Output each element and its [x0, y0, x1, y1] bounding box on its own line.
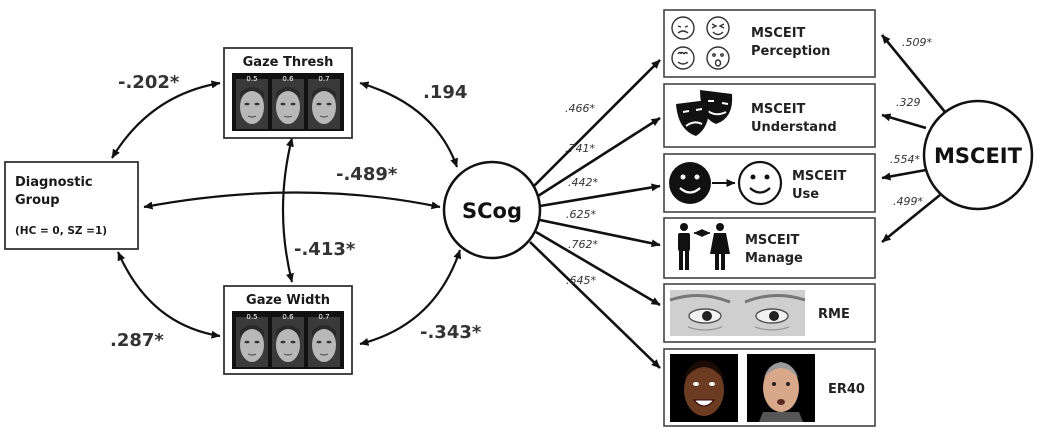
- loading-msceit-perception: .509*: [902, 36, 932, 49]
- indicator-manage: MSCEIT Manage: [663, 217, 876, 279]
- scog-loading-arrows: [529, 59, 661, 369]
- gaze-thresh-faces: 0.5 0.6 0.7: [232, 73, 344, 131]
- understand-line2: Understand: [751, 120, 837, 135]
- arrow-thresh-scog: [359, 81, 459, 168]
- gaze-thresh-caption-3: 0.7: [318, 75, 329, 83]
- loading-scog-er40: .645*: [566, 274, 596, 287]
- manage-line1: MSCEIT: [745, 233, 800, 248]
- gaze-width-title: Gaze Width: [246, 293, 330, 308]
- gaze-thresh-caption-2: 0.6: [282, 75, 294, 83]
- understand-line1: MSCEIT: [751, 102, 806, 117]
- scog-loadings: .466* .741* .442* .625* .762* .645*: [565, 102, 598, 287]
- diagnostic-line2: Group: [15, 193, 60, 208]
- gaze-width-faces: 0.5 0.6 0.7: [232, 311, 344, 369]
- arrow-scog-use: [539, 183, 661, 208]
- loading-scog-understand: .741*: [565, 142, 595, 155]
- rme-label: RME: [818, 307, 850, 322]
- loading-scog-rme: .762*: [568, 238, 598, 251]
- indicator-er40: ER40: [663, 348, 876, 427]
- gaze-width-box: Gaze Width 0.5 0.6 0.7: [223, 285, 353, 375]
- msceit-loading-arrows: [880, 34, 947, 244]
- perception-line2: Perception: [751, 44, 830, 59]
- arrow-diag-scog: [143, 191, 441, 210]
- coef-thresh-width: -.413*: [294, 239, 356, 260]
- arrow-msceit-manage: [881, 193, 941, 244]
- loading-scog-use: .442*: [568, 176, 598, 189]
- arrow-scog-understand: [537, 116, 661, 198]
- arrow-scog-manage: [539, 218, 661, 248]
- use-line1: MSCEIT: [792, 169, 847, 184]
- loading-msceit-use: .554*: [890, 153, 920, 166]
- eyes-photo: [669, 290, 806, 336]
- arrow-thresh-width: [281, 137, 294, 283]
- use-line2: Use: [792, 187, 819, 202]
- path-coefficients: -.202* .194 -.489* -.413* .287* -.343*: [110, 72, 482, 351]
- gaze-width-caption-3: 0.7: [318, 313, 329, 321]
- indicator-perception: MSCEIT Perception: [663, 9, 876, 78]
- arrow-width-scog: [359, 249, 462, 346]
- path-arrows: [111, 80, 462, 346]
- diagnostic-group-box: Diagnostic Group (HC = 0, SZ =1): [4, 161, 139, 250]
- loading-scog-manage: .625*: [566, 208, 596, 221]
- diagnostic-line1: Diagnostic: [15, 175, 93, 190]
- arrow-msceit-understand: [881, 113, 927, 130]
- face-photos: [670, 354, 815, 422]
- coef-thresh-scog: .194: [423, 82, 467, 103]
- diagnostic-coding: (HC = 0, SZ =1): [15, 225, 107, 237]
- arrow-scog-er40: [529, 241, 661, 369]
- theater-masks-icon: [676, 90, 733, 136]
- two-people-icon: [678, 223, 730, 270]
- arrow-scog-perception: [533, 59, 661, 187]
- gaze-width-caption-2: 0.6: [282, 313, 294, 321]
- scog-title: SCog: [462, 199, 522, 223]
- msceit-title: MSCEIT: [934, 144, 1023, 168]
- indicator-rme: RME: [663, 283, 876, 343]
- er40-label: ER40: [828, 382, 865, 397]
- emotion-faces-icon: [671, 16, 730, 70]
- loading-msceit-understand: .329: [896, 96, 921, 109]
- indicator-use: MSCEIT Use: [663, 153, 876, 213]
- msceit-loadings: .509* .329 .554* .499*: [890, 36, 932, 208]
- gaze-thresh-title: Gaze Thresh: [243, 55, 334, 70]
- arrow-msceit-use: [881, 168, 927, 181]
- msceit-node: MSCEIT: [922, 99, 1034, 211]
- loading-msceit-manage: .499*: [893, 195, 923, 208]
- coef-diag-scog: -.489*: [336, 164, 398, 185]
- gaze-width-caption-1: 0.5: [246, 313, 257, 321]
- manage-line2: Manage: [745, 251, 803, 266]
- perception-line1: MSCEIT: [751, 26, 806, 41]
- loading-scog-perception: .466*: [565, 102, 595, 115]
- coef-width-scog: -.343*: [420, 322, 482, 343]
- gaze-thresh-box: Gaze Thresh 0.5 0.6 0.7: [223, 47, 353, 139]
- arrow-msceit-perception: [880, 34, 947, 113]
- scog-node: SCog: [442, 160, 542, 260]
- arrow-scog-rme: [535, 230, 661, 307]
- coef-diag-thresh: -.202*: [118, 72, 180, 93]
- arrow-diag-thresh: [111, 80, 221, 159]
- sad-to-happy-icon: [669, 160, 783, 206]
- coef-diag-width: .287*: [110, 330, 164, 351]
- arrow-diag-width: [116, 251, 221, 339]
- gaze-thresh-caption-1: 0.5: [246, 75, 257, 83]
- indicator-understand: MSCEIT Understand: [663, 83, 876, 148]
